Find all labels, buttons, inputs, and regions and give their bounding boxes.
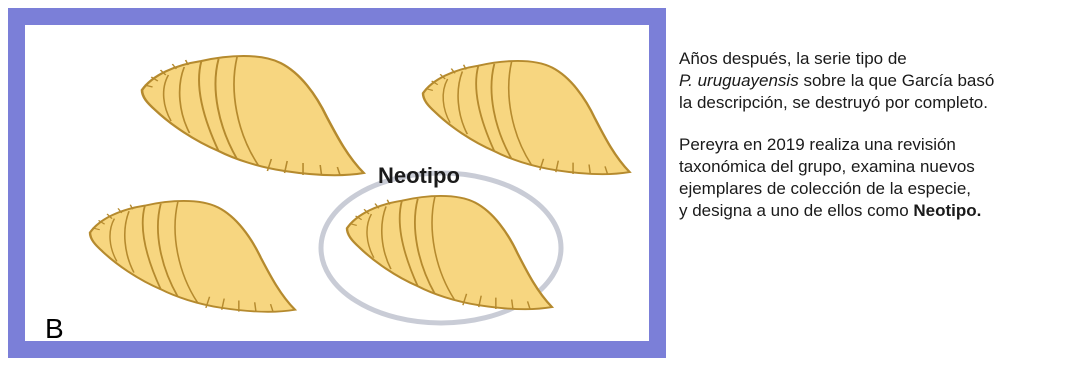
species-name: P. uruguayensis (679, 71, 799, 90)
figure-frame: Neotipo B (8, 8, 666, 358)
caption-text: Años después, la serie tipo de P. urugua… (679, 48, 1064, 242)
neotype-emphasis: Neotipo. (913, 201, 981, 220)
panel-letter: B (45, 313, 64, 345)
p2-line-b: taxonómica del grupo, examina nuevos (679, 157, 975, 176)
shell-specimen-2 (423, 61, 630, 174)
p1-line-b: sobre la que García basó (799, 71, 995, 90)
paragraph-2: Pereyra en 2019 realiza una revisión tax… (679, 134, 1064, 222)
p2-line-d: y designa a uno de ellos como (679, 201, 913, 220)
neotype-label: Neotipo (378, 163, 460, 189)
shell-specimen-3 (90, 201, 295, 312)
p2-line-c: ejemplares de colección de la especie, (679, 179, 971, 198)
shell-specimen-1 (142, 56, 364, 175)
figure-panel: Neotipo B (25, 25, 649, 341)
shell-neotype (347, 196, 552, 309)
p2-line-a: Pereyra en 2019 realiza una revisión (679, 135, 956, 154)
paragraph-1: Años después, la serie tipo de P. urugua… (679, 48, 1064, 114)
shells-illustration (25, 25, 649, 341)
p1-line-a: Años después, la serie tipo de (679, 49, 907, 68)
p1-line-c: la descripción, se destruyó por completo… (679, 93, 988, 112)
